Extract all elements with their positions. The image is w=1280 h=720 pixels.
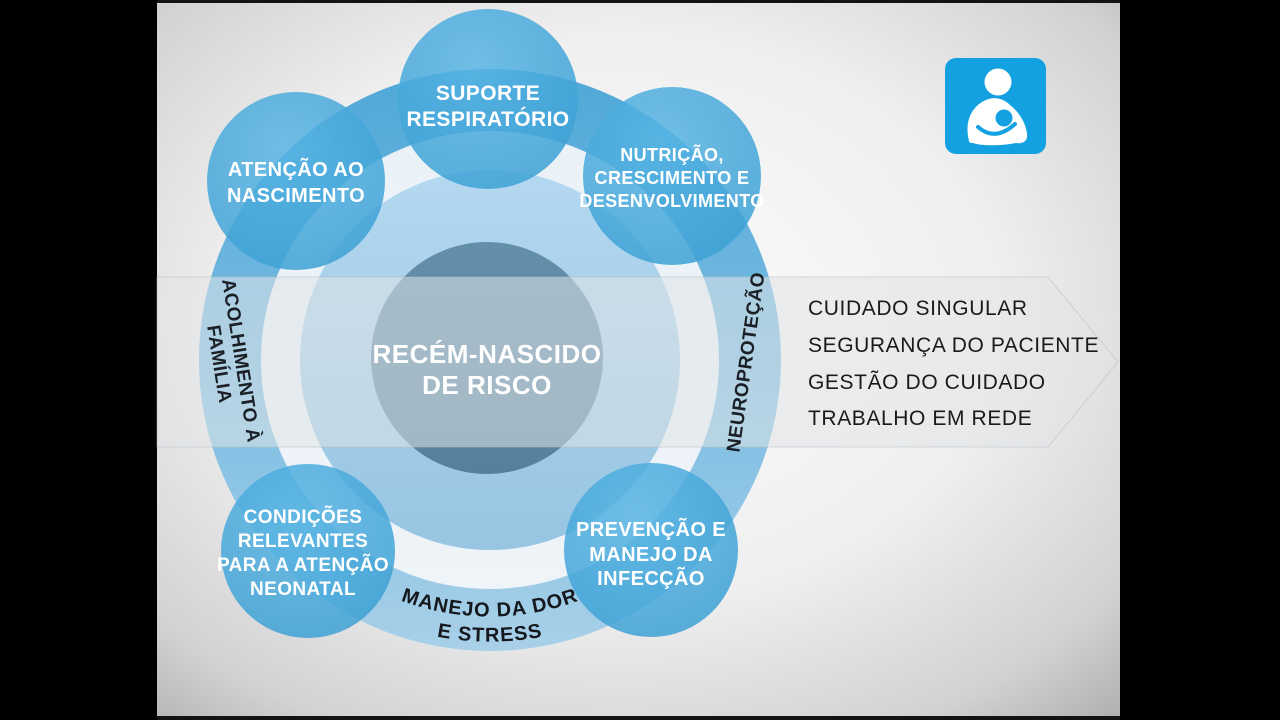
arrow-item-list: CUIDADO SINGULAR SEGURANÇA DO PACIENTE G… [808,297,1099,430]
petal-prevencao-infeccao [564,463,738,637]
petal-label-prevencao: PREVENÇÃO E MANEJO DA INFECÇÃO [576,518,726,590]
bottom-edge-strip [157,716,1120,720]
center-label-line1: RECÉM-NASCIDO [373,339,602,369]
arrow-item-gestao-cuidado: GESTÃO DO CUIDADO [808,370,1046,394]
center-label-line2: DE RISCO [422,370,552,400]
petal-atencao-line1: ATENÇÃO AO [228,158,364,181]
petal-prevencao-line3: INFECÇÃO [597,567,705,590]
petal-label-suporte: SUPORTE RESPIRATÓRIO [406,82,569,131]
center-label: RECÉM-NASCIDO DE RISCO [373,339,602,400]
arrow-item-trabalho-rede: TRABALHO EM REDE [808,407,1032,430]
petal-condicoes-line2: RELEVANTES [238,531,368,552]
breastfeeding-icon [945,58,1046,154]
petal-prevencao-line1: PREVENÇÃO E [576,518,726,541]
petal-condicoes-line1: CONDIÇÕES [244,506,363,528]
petal-nutricao-line2: CRESCIMENTO E [595,168,750,188]
arrow-item-cuidado-singular: CUIDADO SINGULAR [808,297,1028,320]
petal-nutricao-line3: DESENVOLVIMENTO [579,191,764,211]
petal-label-nutricao: NUTRIÇÃO, CRESCIMENTO E DESENVOLVIMENTO [579,144,764,211]
petal-condicoes-line4: NEONATAL [250,579,356,600]
petal-prevencao-line2: MANEJO DA [589,544,713,566]
petal-suporte-respiratorio [398,9,578,189]
petal-label-atencao: ATENÇÃO AO NASCIMENTO [227,158,365,207]
petal-nutricao-crescimento [583,87,761,265]
petal-atencao-ao-nascimento [207,92,385,270]
arrow-item-seguranca-paciente: SEGURANÇA DO PACIENTE [808,334,1099,357]
petal-condicoes-line3: PARA A ATENÇÃO [217,554,389,576]
petal-nutricao-line1: NUTRIÇÃO, [620,144,724,165]
petal-suporte-line1: SUPORTE [436,82,540,105]
top-edge-strip [157,0,1120,3]
arrow-band [156,276,1119,448]
petal-atencao-line2: NASCIMENTO [227,185,365,207]
petal-condicoes-relevantes [221,464,395,638]
petal-label-condicoes: CONDIÇÕES RELEVANTES PARA A ATENÇÃO NEON… [217,506,389,600]
petal-suporte-line2: RESPIRATÓRIO [406,107,569,131]
